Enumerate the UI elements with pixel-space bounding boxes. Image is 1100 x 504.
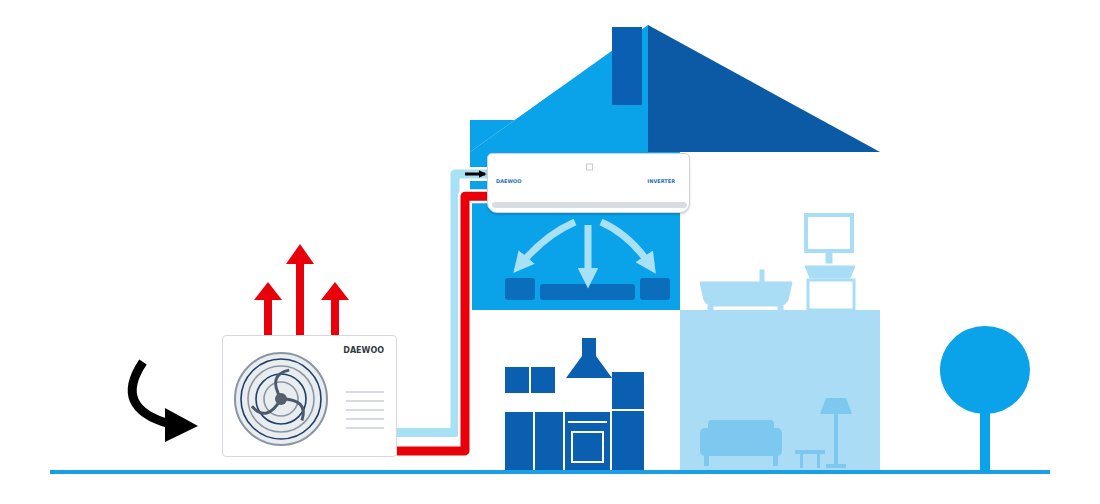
living-room — [680, 310, 880, 472]
roof-right — [648, 25, 880, 152]
bed-icon — [505, 278, 670, 300]
kitchen-details — [530, 367, 644, 470]
chimney — [612, 27, 642, 105]
outdoor-unit: DAEWOO — [222, 335, 397, 457]
bathroom-icons — [700, 215, 855, 310]
ground-line — [50, 470, 1050, 474]
brand-logo: DAEWOO — [343, 346, 384, 355]
living-icons — [700, 398, 852, 468]
refrigerant-pipe — [397, 196, 487, 451]
unit-drawing — [488, 154, 691, 214]
brand-logo: DAEWOO — [496, 178, 521, 184]
flow-arrowhead — [465, 173, 485, 176]
kitchen — [470, 310, 680, 472]
roof-left — [470, 88, 560, 152]
airflow-arrows — [520, 222, 650, 278]
bathroom — [680, 152, 880, 310]
tree-icon — [940, 326, 1030, 472]
indoor-unit: DAEWOO INVERTER — [487, 153, 690, 213]
kitchen-icons — [505, 338, 644, 470]
model-label: INVERTER — [647, 178, 675, 184]
refrigerant-pipe — [397, 174, 487, 433]
intake-arrow — [132, 362, 198, 442]
